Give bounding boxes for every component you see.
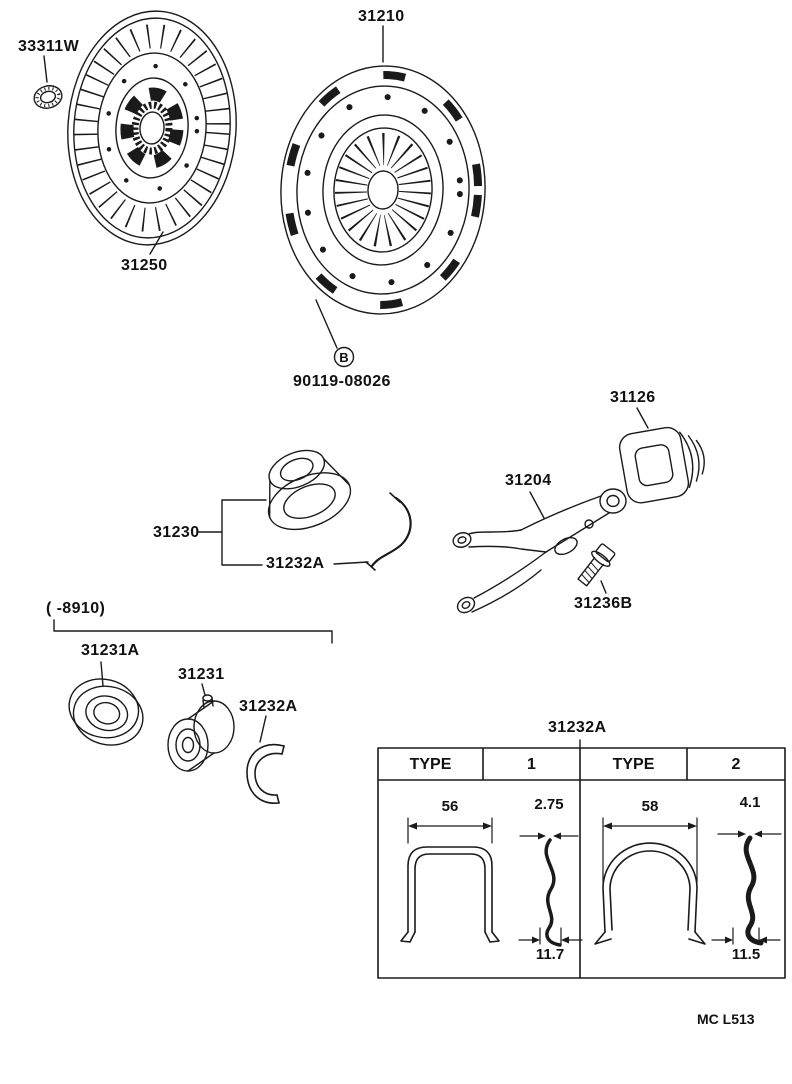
range-bracket [53, 619, 333, 644]
dim-56-lines [407, 817, 493, 844]
callout-production-range: ( -8910) [46, 600, 106, 617]
table-header-type-2: TYPE [612, 756, 655, 773]
callout-31230: 31230 [153, 524, 200, 541]
release-fork-art [452, 488, 627, 614]
table-header-type-1: TYPE [409, 756, 452, 773]
leader-31231a [100, 661, 104, 687]
release-bearing-art [267, 449, 352, 531]
clutch-cover-art [280, 65, 486, 315]
dim-type2-thickness: 4.1 [739, 794, 761, 811]
leader-31250 [149, 231, 164, 255]
leader-31126 [636, 407, 649, 429]
leader-bolt-b [315, 299, 338, 349]
callout-b-letter: B [339, 350, 349, 365]
dim-58-lines [602, 817, 698, 883]
callout-33311w: 33311W [18, 38, 80, 55]
callout-31232a-upper: 31232A [266, 555, 325, 572]
callout-90119-08026: 90119-08026 [293, 373, 391, 390]
type2-clip-front-art [594, 842, 706, 945]
circled-b-marker [333, 346, 355, 368]
leader-31204 [529, 491, 545, 519]
type2-clip-side-art [743, 835, 764, 946]
table-header-value-2: 2 [731, 756, 741, 773]
callout-31250: 31250 [121, 257, 168, 274]
callout-31231a: 31231A [81, 642, 140, 659]
type1-clip-front-art [400, 846, 500, 943]
callout-31126: 31126 [610, 389, 656, 406]
clutch-disc-art [67, 10, 237, 246]
dim-type2-width: 58 [641, 798, 659, 815]
table-header-value-1: 1 [527, 756, 536, 773]
bearing-clip-art [365, 492, 412, 571]
callout-31210: 31210 [358, 8, 405, 25]
pivot-bolt-art [577, 543, 616, 587]
dim-type1-thickness: 2.75 [534, 796, 564, 813]
leader-31231 [201, 683, 206, 696]
leader-31232a-upper [333, 561, 369, 565]
callout-31204: 31204 [505, 472, 552, 489]
leader-31230-bracket [197, 499, 267, 566]
type1-clip-side-art [544, 838, 562, 947]
boot-art [618, 426, 705, 504]
callout-31236b: 31236B [574, 595, 633, 612]
table-title: 31232A [548, 719, 607, 736]
dim-type2-depth: 11.5 [731, 946, 761, 963]
leader-31232a-lower [259, 715, 267, 743]
seal-ring-art [33, 85, 63, 109]
callout-31231: 31231 [178, 666, 225, 683]
hub-bearing-art [68, 678, 144, 746]
leader-31236b [600, 580, 607, 594]
callout-31232a-lower: 31232A [239, 698, 298, 715]
footer-code: MC L513 [697, 1011, 755, 1027]
dim-type1-depth: 11.7 [535, 946, 565, 963]
leader-33311w [43, 55, 48, 83]
dim-type1-width: 56 [441, 798, 459, 815]
hub-clip-art [246, 743, 285, 804]
hub-art [167, 694, 235, 772]
clip-type-table-frame [377, 747, 786, 979]
